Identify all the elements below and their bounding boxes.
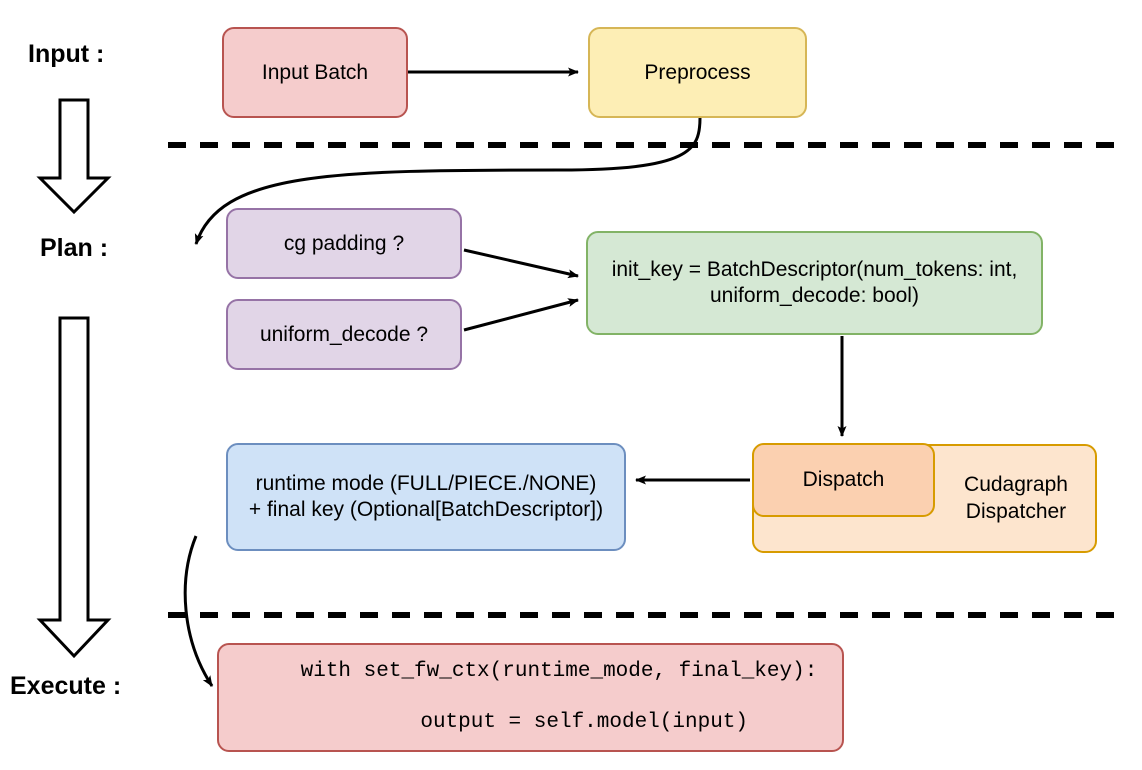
- node-cudagraph-dispatcher-label: Cudagraph Dispatcher: [935, 444, 1097, 553]
- node-cg-padding[interactable]: cg padding ?: [226, 208, 462, 279]
- node-dispatch-label: Dispatch: [802, 468, 885, 492]
- node-runtime-mode[interactable]: runtime mode (FULL/PIECE./NONE) + final …: [226, 443, 626, 551]
- node-preprocess[interactable]: Preprocess: [588, 27, 807, 118]
- stage-label-execute: Execute :: [10, 672, 122, 700]
- edge-uniform-decode-to-init-key: [463, 298, 579, 332]
- stage-label-input: Input :: [28, 40, 105, 68]
- node-init-key-batchdescriptor[interactable]: init_key = BatchDescriptor(num_tokens: i…: [586, 231, 1043, 335]
- node-input-batch[interactable]: Input Batch: [222, 27, 408, 118]
- node-init-key-text: init_key = BatchDescriptor(num_tokens: i…: [604, 257, 1026, 308]
- edge-runtime-mode-to-code: [183, 535, 214, 687]
- node-uniform-decode[interactable]: uniform_decode ?: [226, 299, 462, 370]
- node-dispatch[interactable]: Dispatch: [752, 443, 935, 517]
- node-input-batch-label: Input Batch: [261, 60, 369, 84]
- node-init-key-line1: init_key = BatchDescriptor(num_tokens: i…: [611, 258, 1018, 282]
- node-preprocess-label: Preprocess: [644, 60, 751, 84]
- code-line-2: output = self.model(input): [369, 711, 748, 735]
- node-cudagraph-dispatcher-text: Cudagraph Dispatcher: [964, 472, 1068, 525]
- node-cudagraph-dispatcher-line2: Dispatcher: [965, 499, 1067, 523]
- node-init-key-line2: uniform_decode: bool): [710, 284, 919, 307]
- stage-label-plan: Plan :: [40, 234, 109, 262]
- stage-flow-arrow-plan-to-execute: [36, 316, 112, 659]
- node-runtime-mode-line1: runtime mode (FULL/PIECE./NONE): [255, 472, 597, 496]
- node-uniform-decode-label: uniform_decode ?: [259, 322, 429, 346]
- edge-cg-padding-to-init-key: [463, 248, 579, 279]
- node-execute-code-block[interactable]: with set_fw_ctx(runtime_mode, final_key)…: [217, 643, 844, 752]
- code-line-1: with set_fw_ctx(runtime_mode, final_key)…: [300, 660, 818, 684]
- node-execute-code-text: with set_fw_ctx(runtime_mode, final_key)…: [219, 633, 825, 761]
- node-runtime-mode-text: runtime mode (FULL/PIECE./NONE) + final …: [241, 471, 611, 522]
- stage-flow-arrow-input-to-plan: [36, 98, 112, 215]
- node-cudagraph-dispatcher-line1: Cudagraph: [964, 473, 1068, 497]
- node-cg-padding-label: cg padding ?: [283, 231, 405, 255]
- node-runtime-mode-line2: + final key (Optional[BatchDescriptor]): [248, 498, 604, 521]
- edge-preprocess-to-cg-padding: [194, 117, 702, 245]
